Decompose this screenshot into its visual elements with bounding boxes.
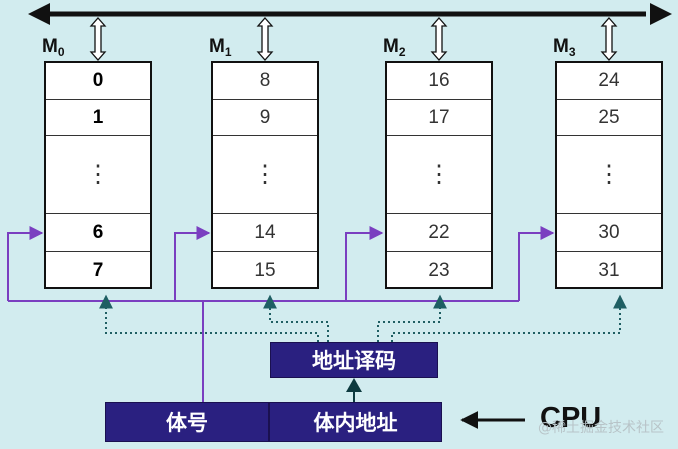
memory-cell: 31 bbox=[557, 251, 661, 289]
memory-cell: 6 bbox=[46, 213, 150, 251]
cell-address: 30 bbox=[598, 221, 620, 243]
decoder-line-2 bbox=[377, 294, 447, 342]
cell-address: 9 bbox=[259, 106, 271, 128]
memory-cell: 8 bbox=[213, 63, 317, 99]
memory-bank-1: 8 9 ⋮ 14 15 bbox=[211, 61, 319, 289]
ellipsis-cell: ⋮ bbox=[46, 135, 150, 213]
memory-cell: 17 bbox=[387, 99, 491, 135]
ellipsis-cell: ⋮ bbox=[387, 135, 491, 213]
module-label-subscript: 2 bbox=[398, 45, 406, 59]
bank-select-line-2 bbox=[345, 226, 384, 301]
cell-address: 17 bbox=[428, 106, 450, 128]
module-label-subscript: 1 bbox=[224, 45, 232, 59]
module-label-name: M bbox=[42, 36, 58, 57]
memory-cell: 1 bbox=[46, 99, 150, 135]
memory-cell: 30 bbox=[557, 213, 661, 251]
module-label-1: M1 bbox=[209, 36, 232, 59]
memory-bank-0: 0 1 ⋮ 6 7 bbox=[44, 61, 152, 289]
cell-address: 16 bbox=[428, 70, 450, 91]
cell-address: 15 bbox=[254, 259, 276, 281]
cell-address: 7 bbox=[92, 259, 104, 281]
module-label-0: M0 bbox=[42, 36, 65, 59]
memory-cell: 24 bbox=[557, 63, 661, 99]
bank-number-field: 体号 bbox=[105, 402, 269, 442]
memory-bank-3: 24 25 ⋮ 30 31 bbox=[555, 61, 663, 289]
cell-address: 25 bbox=[598, 106, 620, 128]
bank-select-line-1 bbox=[174, 226, 211, 301]
in-bank-address-field: 体内地址 bbox=[269, 402, 442, 442]
ellipsis-dots: ⋮ bbox=[253, 160, 277, 188]
memory-cell: 15 bbox=[213, 251, 317, 289]
bank-select-line-3 bbox=[518, 226, 555, 301]
decoder-input-arrowhead bbox=[346, 378, 362, 392]
cell-address: 8 bbox=[259, 70, 271, 91]
ellipsis-cell: ⋮ bbox=[213, 135, 317, 213]
memory-cell: 7 bbox=[46, 251, 150, 289]
address-decoder: 地址译码 bbox=[270, 342, 438, 378]
cell-address: 31 bbox=[598, 259, 620, 281]
memory-cell: 23 bbox=[387, 251, 491, 289]
module-label-name: M bbox=[553, 36, 569, 57]
memory-cell: 0 bbox=[46, 63, 150, 99]
module-label-2: M2 bbox=[383, 36, 406, 59]
module-label-subscript: 0 bbox=[57, 45, 65, 59]
cell-address: 14 bbox=[254, 221, 276, 243]
address-decoder-label: 地址译码 bbox=[312, 349, 396, 373]
module-label-name: M bbox=[209, 36, 225, 57]
bus-left-arrowhead bbox=[28, 3, 50, 25]
bus-connector-arrow-2 bbox=[430, 17, 448, 61]
ellipsis-dots: ⋮ bbox=[597, 160, 621, 188]
bus-right-arrowhead bbox=[650, 3, 672, 25]
ellipsis-dots: ⋮ bbox=[427, 160, 451, 188]
memory-cell: 16 bbox=[387, 63, 491, 99]
ellipsis-cell: ⋮ bbox=[557, 135, 661, 213]
cell-address: 6 bbox=[92, 221, 104, 243]
decoder-line-3 bbox=[391, 294, 627, 342]
cpu-label: CPU bbox=[540, 402, 602, 434]
bank-number-label: 体号 bbox=[166, 411, 208, 435]
decoder-line-1 bbox=[263, 294, 329, 342]
cell-address: 22 bbox=[428, 221, 450, 243]
module-label-subscript: 3 bbox=[568, 45, 576, 59]
bus-connector-arrow-1 bbox=[256, 17, 274, 61]
cell-address: 24 bbox=[598, 70, 620, 91]
memory-cell: 14 bbox=[213, 213, 317, 251]
memory-cell: 9 bbox=[213, 99, 317, 135]
module-label-3: M3 bbox=[553, 36, 576, 59]
watermark: @稀土掘金技术社区 bbox=[538, 420, 664, 436]
module-label-name: M bbox=[383, 36, 399, 57]
in-bank-address-label: 体内地址 bbox=[313, 411, 398, 435]
bank-select-line-0 bbox=[7, 226, 44, 301]
memory-cell: 22 bbox=[387, 213, 491, 251]
decoder-line-0 bbox=[99, 294, 319, 342]
cell-address: 0 bbox=[92, 70, 104, 91]
bus-connector-arrow-3 bbox=[600, 17, 618, 61]
cell-address: 1 bbox=[92, 106, 104, 128]
bus-connector-arrow-0 bbox=[89, 17, 107, 61]
ellipsis-dots: ⋮ bbox=[86, 160, 110, 188]
memory-cell: 25 bbox=[557, 99, 661, 135]
memory-bank-2: 16 17 ⋮ 22 23 bbox=[385, 61, 493, 289]
cell-address: 23 bbox=[428, 259, 450, 281]
